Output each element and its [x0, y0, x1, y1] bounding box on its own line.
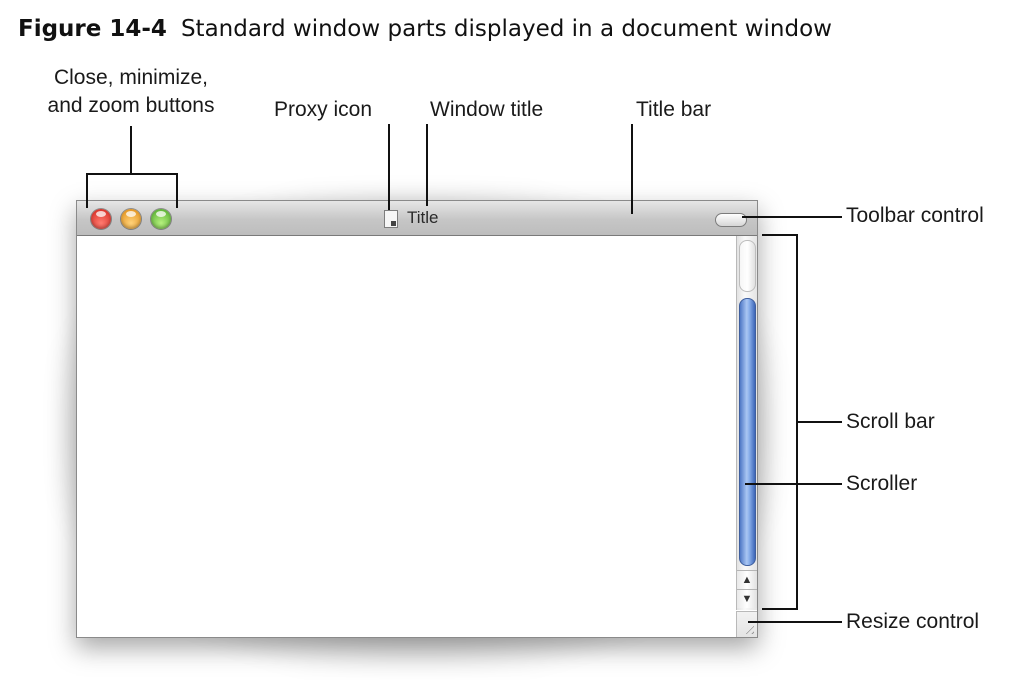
- label-window-title: Window title: [430, 98, 544, 121]
- figure-title: Standard window parts displayed in a doc…: [180, 16, 832, 42]
- label-proxy-icon: Proxy icon: [274, 98, 373, 121]
- label-scroller: Scroller: [846, 472, 918, 495]
- scroll-track-cap: [739, 240, 756, 292]
- label-title-bar: Title bar: [636, 98, 712, 121]
- scroll-down-arrow-icon[interactable]: ▼: [737, 589, 757, 608]
- figure-number: Figure 14-4: [18, 16, 167, 42]
- label-traffic-buttons-line2: and zoom buttons: [47, 94, 215, 117]
- minimize-button[interactable]: [121, 209, 141, 229]
- scroll-up-arrow-icon[interactable]: ▲: [737, 570, 757, 589]
- scroller-thumb[interactable]: [739, 298, 756, 566]
- window-title: Title: [407, 208, 439, 227]
- zoom-button[interactable]: [151, 209, 171, 229]
- label-traffic-buttons-line1: Close, minimize,: [53, 66, 209, 89]
- document-window: Title ▲ ▼: [76, 200, 758, 638]
- label-traffic-buttons: Close, minimize, and zoom buttons: [48, 64, 215, 120]
- title-bar[interactable]: Title: [77, 201, 757, 236]
- toolbar-control-button[interactable]: [715, 213, 747, 227]
- close-button[interactable]: [91, 209, 111, 229]
- leader-scroll-bar: [762, 234, 798, 610]
- proxy-document-icon[interactable]: [384, 210, 398, 228]
- label-resize-control: Resize control: [846, 610, 980, 633]
- label-scroll-bar: Scroll bar: [846, 410, 935, 433]
- resize-control-grip[interactable]: [736, 611, 757, 637]
- label-toolbar-control: Toolbar control: [846, 204, 984, 227]
- vertical-scroll-bar[interactable]: ▲ ▼: [736, 236, 757, 610]
- leader-traffic-buttons: [86, 173, 178, 208]
- figure-caption: Figure 14-4 Standard window parts display…: [18, 16, 832, 42]
